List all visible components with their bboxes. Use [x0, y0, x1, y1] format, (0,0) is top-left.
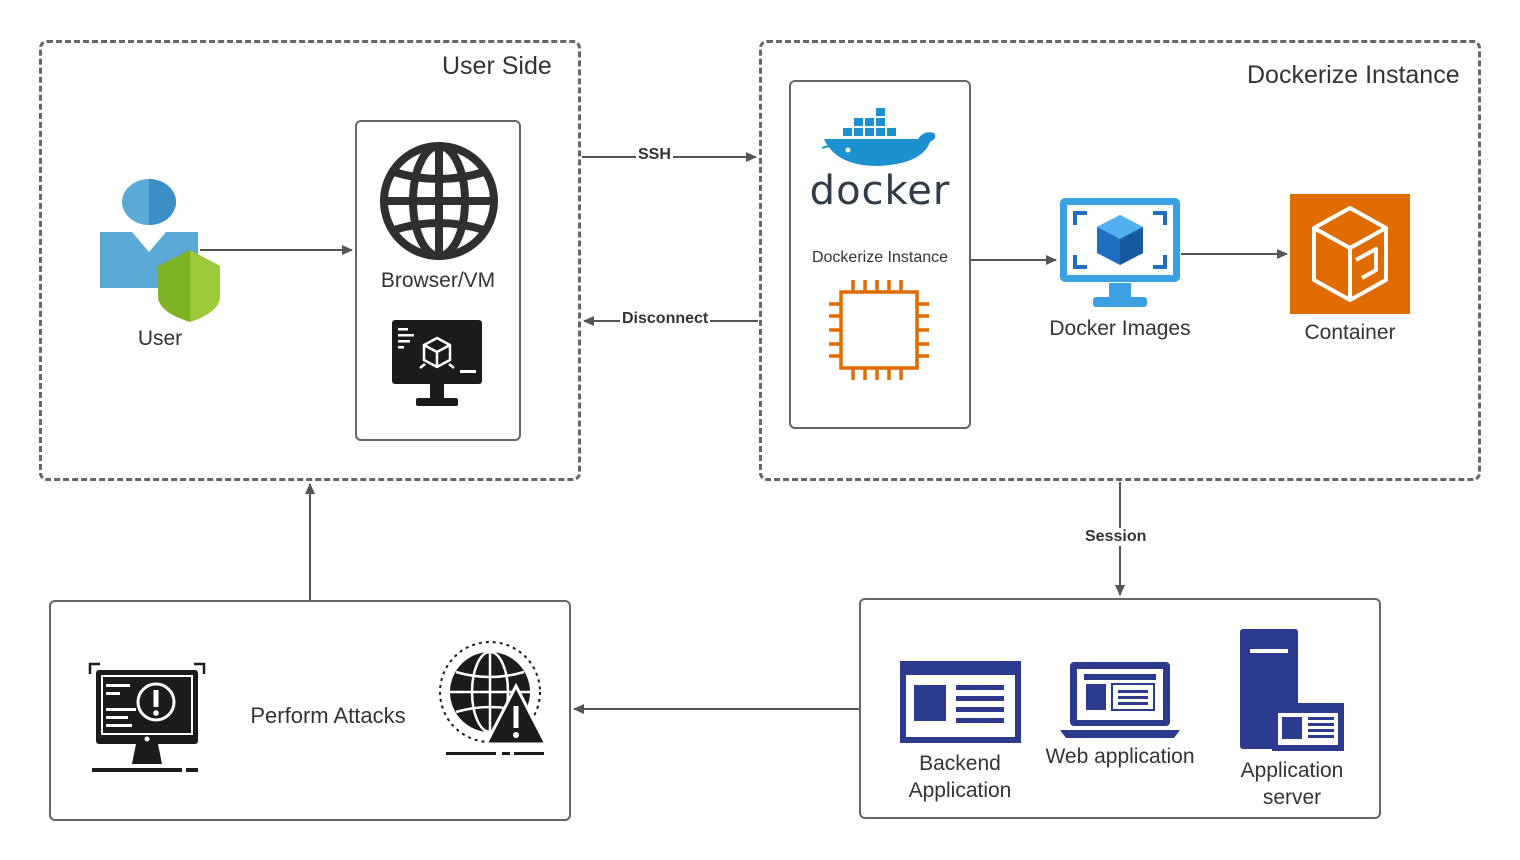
user-side-title: User Side — [442, 52, 552, 80]
application-server-icon — [1240, 629, 1344, 751]
chip-icon — [829, 280, 929, 380]
docker-images-icon — [1060, 198, 1180, 307]
web-application-label: Web application — [1045, 745, 1195, 768]
browser-vm-label: Browser/VM — [380, 269, 496, 292]
ssh-label: SSH — [636, 146, 673, 164]
docker-wordmark: docker — [809, 168, 951, 214]
docker-whale-icon — [821, 108, 936, 166]
monitor-cube-icon — [392, 320, 482, 406]
docker-images-label: Docker Images — [1049, 317, 1191, 340]
disconnect-label: Disconnect — [620, 310, 711, 328]
container-label: Container — [1304, 321, 1396, 344]
dockerize-instance-title: Dockerize Instance — [1247, 61, 1460, 89]
docker-instance-box — [789, 80, 971, 429]
user-side-group — [39, 40, 581, 481]
web-application-laptop-icon — [1060, 662, 1180, 738]
container-icon — [1290, 194, 1410, 314]
backend-application-icon — [900, 661, 1021, 743]
user-shield-icon — [100, 179, 220, 322]
backend-application-label: Backend Application — [908, 752, 1012, 802]
dockerize-instance-node-label: Dockerize Instance — [811, 249, 949, 266]
application-server-label: Application server — [1240, 759, 1344, 809]
perform-attacks-label: Perform Attacks — [250, 703, 406, 728]
session-label: Session — [1083, 528, 1149, 546]
dockerize-instance-group — [759, 40, 1481, 481]
user-label: User — [137, 327, 183, 350]
globe-icon — [380, 142, 498, 260]
globe-warning-icon — [439, 641, 549, 755]
alert-monitor-icon — [88, 662, 206, 772]
